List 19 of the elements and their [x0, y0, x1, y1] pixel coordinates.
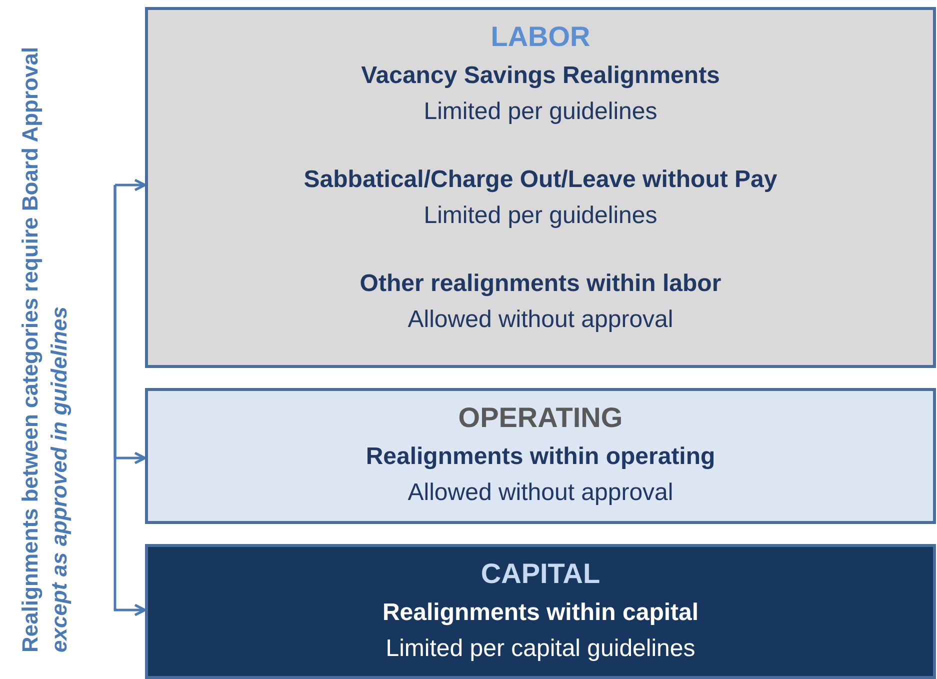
rule-heading: Realignments within capital — [382, 598, 699, 628]
rule-heading: Sabbatical/Charge Out/Leave without Pay — [304, 165, 778, 195]
rule-note: Allowed without approval — [408, 478, 674, 508]
category-box — [145, 388, 936, 524]
arrow — [115, 178, 146, 192]
note-text: Realignments between categories require Board Approval except as approved in guidelines — [16, 46, 72, 652]
category-title: CAPITAL — [480, 557, 600, 591]
category-box — [145, 544, 936, 679]
category-box — [145, 7, 936, 368]
category-title: OPERATING — [458, 401, 623, 435]
rule-note: Allowed without approval — [408, 305, 674, 335]
rule-note: Limited per capital guidelines — [386, 634, 696, 664]
rule-heading: Other realignments within labor — [360, 269, 722, 299]
arrow — [114, 185, 146, 616]
rule-note: Limited per guidelines — [424, 97, 658, 127]
rule-heading: Vacancy Savings Realignments — [361, 61, 720, 91]
category-title: LABOR — [490, 20, 590, 54]
rule-heading: Realignments within operating — [366, 442, 716, 472]
rule-note: Limited per guidelines — [424, 201, 658, 231]
